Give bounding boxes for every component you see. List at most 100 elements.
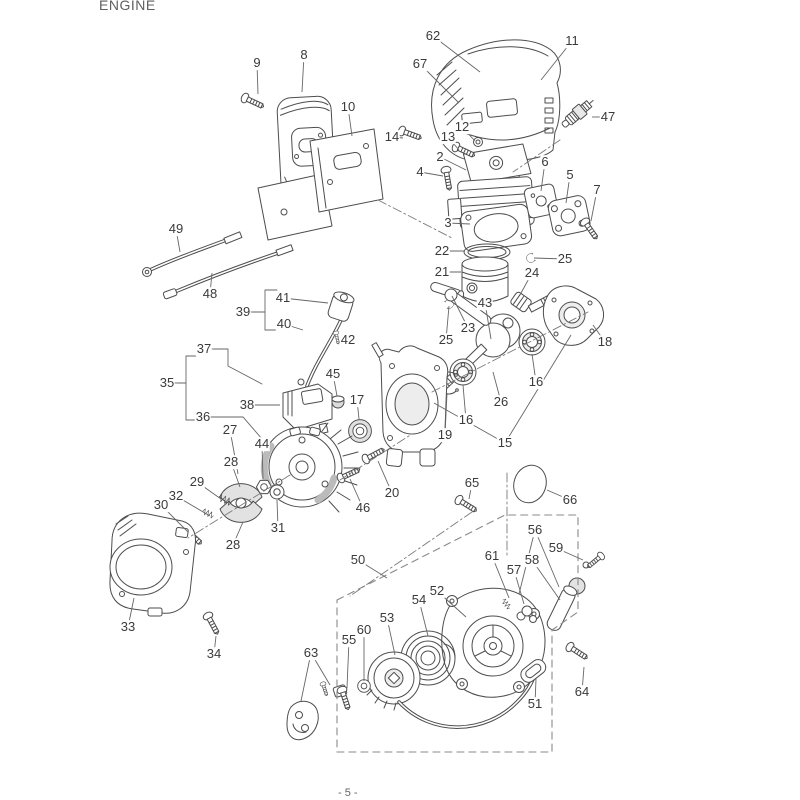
- part-label-16: 16: [527, 374, 545, 390]
- spark-plug-drawing: [561, 100, 594, 128]
- part-label-41: 41: [274, 290, 292, 306]
- part-label-4: 4: [415, 164, 425, 180]
- part-label-7: 7: [592, 182, 602, 198]
- part-label-61: 61: [483, 548, 501, 564]
- part-label-58: 58: [523, 552, 541, 568]
- part-label-22: 22: [433, 243, 451, 259]
- part-label-8: 8: [299, 47, 309, 63]
- part-label-9: 9: [252, 55, 262, 71]
- part-label-47: 47: [599, 109, 617, 125]
- coil-cap-nut-drawing: [331, 395, 345, 409]
- cylinder-bolt-icon: [439, 165, 455, 192]
- label-brackets: [177, 289, 278, 421]
- pawl-washers-drawing: [516, 605, 537, 623]
- starter-mount-screw-icon: [452, 493, 480, 516]
- pulley-washer-icon: [357, 679, 371, 693]
- muffler-bolt-icon: [239, 91, 267, 112]
- muffler-bracket-drawing: [257, 128, 384, 241]
- part-label-59: 59: [547, 540, 565, 556]
- part-label-6: 6: [540, 154, 550, 170]
- part-label-43: 43: [476, 295, 494, 311]
- part-label-32: 32: [167, 488, 185, 504]
- starter-handle-drawing: [520, 659, 547, 683]
- part-label-39: 39: [234, 304, 252, 320]
- part-label-34: 34: [205, 646, 223, 662]
- ignition-coil-drawing: [282, 378, 333, 435]
- part-label-10: 10: [339, 99, 357, 115]
- spark-plug-cap-drawing: [327, 291, 355, 322]
- part-label-63: 63: [302, 645, 320, 661]
- washer-icon: [269, 484, 285, 500]
- part-label-56: 56: [526, 522, 544, 538]
- cylinder-gasket-drawing: [460, 203, 533, 252]
- part-label-62: 62: [424, 28, 442, 44]
- part-label-64: 64: [573, 684, 591, 700]
- part-label-27: 27: [221, 422, 239, 438]
- ball-bearing-icon: [518, 328, 546, 356]
- part-label-55: 55: [340, 632, 358, 648]
- part-label-53: 53: [378, 610, 396, 626]
- part-label-31: 31: [269, 520, 287, 536]
- bracket-screw-icon: [396, 124, 424, 144]
- part-label-20: 20: [383, 485, 401, 501]
- page-title: ENGINE: [99, 0, 156, 13]
- part-label-52: 52: [428, 583, 446, 599]
- part-label-65: 65: [463, 475, 481, 491]
- part-label-48: 48: [201, 286, 219, 302]
- part-label-67: 67: [411, 56, 429, 72]
- part-label-25: 25: [437, 332, 455, 348]
- part-label-40: 40: [275, 316, 293, 332]
- part-label-51: 51: [526, 696, 544, 712]
- starter-mount-screw-icon: [563, 640, 591, 663]
- part-label-2: 2: [435, 149, 445, 165]
- piston-drawing: [461, 256, 509, 303]
- part-label-24: 24: [523, 265, 541, 281]
- small-spring-icon: [201, 507, 215, 519]
- part-label-60: 60: [355, 622, 373, 638]
- part-label-66: 66: [561, 492, 579, 508]
- crankcase-screw-icon: [360, 444, 387, 466]
- part-label-5: 5: [565, 167, 575, 183]
- part-label-57: 57: [505, 562, 523, 578]
- part-label-50: 50: [349, 552, 367, 568]
- page-number: - 5 -: [338, 787, 358, 799]
- part-label-23: 23: [459, 320, 477, 336]
- part-label-49: 49: [167, 221, 185, 237]
- crankshaft-drawing: [438, 288, 552, 391]
- starter-post-drawing: [546, 561, 590, 631]
- starter-gasket-drawing: [513, 464, 547, 504]
- part-label-42: 42: [339, 332, 357, 348]
- part-label-44: 44: [253, 436, 271, 452]
- part-label-45: 45: [324, 366, 342, 382]
- starter-assembly-outline: [336, 514, 579, 753]
- crankcase-left-drawing: [371, 342, 449, 467]
- grommet-icon: [473, 137, 483, 147]
- part-label-18: 18: [596, 334, 614, 350]
- part-label-21: 21: [433, 264, 451, 280]
- part-label-54: 54: [410, 592, 428, 608]
- housing-screw-icon: [201, 610, 223, 637]
- part-label-29: 29: [188, 474, 206, 490]
- part-label-26: 26: [492, 394, 510, 410]
- part-label-16: 16: [457, 412, 475, 428]
- starter-pulley-drawing: [366, 651, 421, 711]
- insulator-block-drawing: [547, 195, 591, 237]
- post-screw-icon: [584, 550, 607, 571]
- part-label-12: 12: [453, 119, 471, 135]
- part-label-30: 30: [152, 497, 170, 513]
- part-label-13: 13: [439, 129, 457, 145]
- part-label-28: 28: [222, 454, 240, 470]
- needle-bearing-drawing: [510, 291, 532, 313]
- oil-seal-icon: [348, 419, 372, 443]
- part-label-38: 38: [238, 397, 256, 413]
- part-label-15: 15: [496, 435, 514, 451]
- crankcase-right-drawing: [542, 285, 604, 346]
- clutch-drawing: [219, 483, 263, 523]
- fan-housing-drawing: [109, 512, 196, 617]
- part-label-17: 17: [348, 392, 366, 408]
- part-label-46: 46: [354, 500, 372, 516]
- lead-wires-drawing: [142, 231, 294, 300]
- part-label-35: 35: [158, 375, 176, 391]
